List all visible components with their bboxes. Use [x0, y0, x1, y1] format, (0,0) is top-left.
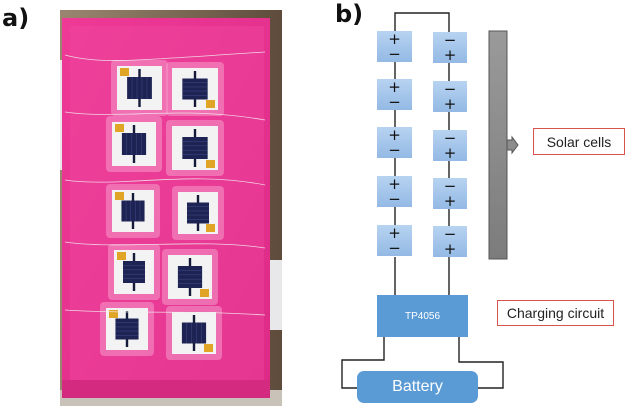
active-area: [182, 78, 208, 100]
cell-top-terminal: +: [388, 224, 401, 242]
active-area: [182, 137, 208, 159]
cell-bottom-terminal: +: [444, 240, 457, 258]
cell-bottom-terminal: −: [388, 93, 401, 111]
contact-tab: [109, 310, 118, 318]
cell-top-terminal: −: [444, 129, 457, 147]
contact-tab: [120, 68, 129, 76]
tray-rim-bottom: [62, 380, 270, 398]
solar-cell-right-1: [433, 32, 467, 63]
cell-bottom-terminal: −: [388, 190, 401, 208]
tp4056-chip: TP4056: [377, 295, 468, 337]
solar-cell-right-5: [433, 226, 467, 257]
active-area: [121, 200, 145, 222]
cell-bottom-terminal: −: [388, 45, 401, 63]
cell-top-terminal: +: [388, 78, 401, 96]
panel-label-b: b): [335, 0, 364, 28]
solar-cell-left-2: [377, 79, 412, 110]
active-area: [115, 318, 139, 340]
cell-top-terminal: +: [388, 30, 401, 48]
charging-circuit-label: Charging circuit: [497, 300, 614, 326]
cell-top-terminal: +: [388, 175, 401, 193]
active-area: [121, 133, 147, 155]
active-area: [123, 261, 145, 283]
chip-label: TP4056: [404, 310, 441, 322]
solar-cell-right-3: [433, 130, 467, 161]
solar-tray-photo: [60, 10, 282, 406]
cell-bottom-terminal: +: [444, 46, 457, 64]
solar-cell-left-1: [377, 31, 412, 62]
panel-label-a: a): [2, 4, 30, 32]
cell-bottom-terminal: +: [444, 192, 457, 210]
cell-top-terminal: −: [444, 31, 457, 49]
battery: Battery: [357, 371, 478, 403]
cell-top-terminal: −: [444, 80, 457, 98]
active-area: [181, 322, 207, 344]
solar-cell-left-5: [377, 225, 412, 256]
cell-bottom-terminal: +: [444, 95, 457, 113]
solar-cells-bracket-bar: [488, 30, 508, 260]
cell-bottom-terminal: +: [444, 144, 457, 162]
active-area: [177, 266, 203, 288]
contact-tab: [117, 252, 126, 260]
contact-tab: [206, 224, 215, 232]
contact-tab: [206, 160, 215, 168]
contact-tab: [115, 124, 124, 132]
solar-cell-right-4: [433, 178, 467, 209]
arrow-icon: [506, 135, 519, 155]
contact-tab: [206, 100, 215, 108]
cell-top-terminal: +: [388, 126, 401, 144]
contact-tab: [204, 344, 213, 352]
active-area: [187, 202, 209, 224]
contact-tab: [115, 192, 124, 200]
solar-cells-label: Solar cells: [533, 128, 625, 155]
solar-cell-left-4: [377, 176, 412, 207]
wires: [64, 51, 266, 316]
active-area: [127, 77, 152, 99]
cell-top-terminal: −: [444, 225, 457, 243]
cell-bottom-terminal: −: [388, 239, 401, 257]
top-link-wire: [394, 12, 450, 32]
battery-label: Battery: [392, 378, 443, 395]
cell-bottom-terminal: −: [388, 141, 401, 159]
contact-tab: [200, 289, 209, 297]
cell-top-terminal: −: [444, 177, 457, 195]
solar-cell-right-2: [433, 81, 467, 112]
solar-cell-left-3: [377, 127, 412, 158]
